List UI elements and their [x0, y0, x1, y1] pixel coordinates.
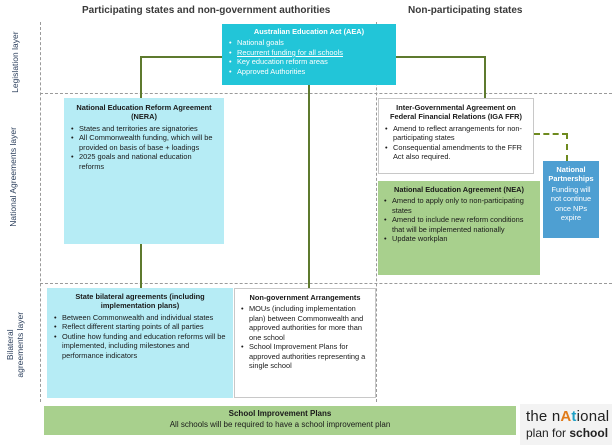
bilateral-title: State bilateral agreements (including im…	[75, 292, 205, 311]
nera-item: All Commonwealth funding, which will be …	[70, 133, 218, 152]
connector-np-v	[566, 133, 568, 161]
iga-title: Inter-Governmental Agreement on Federal …	[390, 103, 522, 122]
connector-aea-left-h	[140, 56, 224, 58]
nera-title: National Education Reform Agreement (NER…	[76, 103, 212, 122]
aea-box: Australian Education Act (AEA) National …	[222, 24, 396, 85]
nongov-title: Non-government Arrangements	[249, 293, 361, 302]
connector-aea-down	[308, 84, 310, 290]
iga-item: Amend to reflect arrangements for non-pa…	[384, 124, 528, 143]
nongov-box: Non-government Arrangements MOUs (includ…	[234, 288, 376, 398]
bilateral-item: Reflect different starting points of all…	[53, 322, 227, 332]
layer-label-bilateral: Bilateral agreements layer	[5, 311, 25, 378]
nea-item: Amend to apply only to non-participating…	[383, 196, 535, 215]
nea-item: Update workplan	[383, 234, 535, 244]
bilateral-box: State bilateral agreements (including im…	[47, 288, 233, 398]
aea-item: Recurrent funding for all schools	[228, 48, 390, 58]
layer-divider-1	[40, 93, 612, 94]
nongov-item: MOUs (including implementation plan) bet…	[240, 304, 370, 342]
iga-box: Inter-Governmental Agreement on Federal …	[378, 98, 534, 174]
sip-title: School Improvement Plans	[228, 409, 332, 418]
sip-body: All schools will be required to have a s…	[169, 420, 391, 430]
nea-title: National Education Agreement (NEA)	[394, 185, 524, 194]
connector-nera-down	[140, 244, 142, 288]
layer-divider-2	[40, 283, 612, 284]
nera-item: 2025 goals and national education reform…	[70, 152, 218, 171]
layer-label-national-agreements: National Agreements layer	[8, 127, 19, 227]
national-plan-logo: the nAtional plan for school	[520, 404, 612, 445]
aea-item: Key education reform areas	[228, 57, 390, 67]
np-box: National Partnerships Funding will not c…	[543, 161, 599, 238]
left-axis-line	[40, 22, 41, 402]
connector-aea-right-h	[394, 56, 486, 58]
aea-item: National goals	[228, 38, 390, 48]
layer-label-legislation: Legislation layer	[10, 31, 21, 93]
logo-line-1: the nAtional	[526, 408, 610, 425]
np-title: National Partnerships	[548, 165, 594, 184]
bilateral-item: Between Commonwealth and individual stat…	[53, 313, 227, 323]
sip-box: School Improvement Plans All schools wil…	[44, 406, 516, 435]
header-participating: Participating states and non-government …	[82, 5, 331, 16]
bilateral-item: Outline how funding and education reform…	[53, 332, 227, 360]
nea-box: National Education Agreement (NEA) Amend…	[378, 181, 540, 275]
iga-item: Consequential amendments to the FFR Act …	[384, 143, 528, 162]
nera-box: National Education Reform Agreement (NER…	[64, 98, 224, 244]
aea-title: Australian Education Act (AEA)	[253, 27, 365, 36]
column-divider	[376, 22, 377, 402]
logo-line-2: plan for school	[526, 426, 609, 440]
np-body: Funding will not continue once NPs expir…	[550, 184, 592, 223]
nea-item: Amend to include new reform conditions t…	[383, 215, 535, 234]
aea-item: Approved Authorities	[228, 67, 390, 77]
nera-item: States and territories are signatories	[70, 124, 218, 134]
connector-np-h	[534, 133, 568, 135]
nongov-item: School Improvement Plans for approved au…	[240, 342, 370, 370]
connector-aea-right-v	[484, 56, 486, 98]
header-non-participating: Non-participating states	[408, 5, 523, 16]
connector-aea-left-v	[140, 56, 142, 98]
